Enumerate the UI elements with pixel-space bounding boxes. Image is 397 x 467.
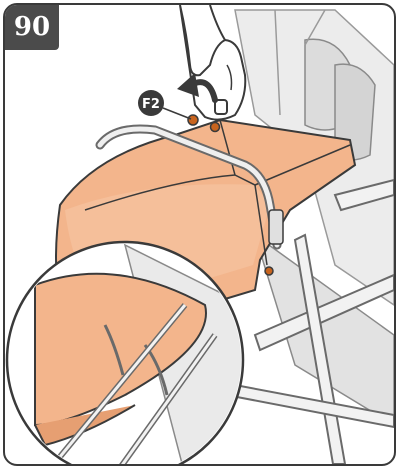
assembly-illustration: F2 [5, 5, 394, 464]
callout-f2: F2 [138, 90, 191, 119]
callout-label: F2 [142, 97, 160, 112]
hand-icon [180, 5, 245, 120]
illustration-frame: 90 [3, 3, 396, 466]
step-number-badge: 90 [5, 5, 59, 50]
